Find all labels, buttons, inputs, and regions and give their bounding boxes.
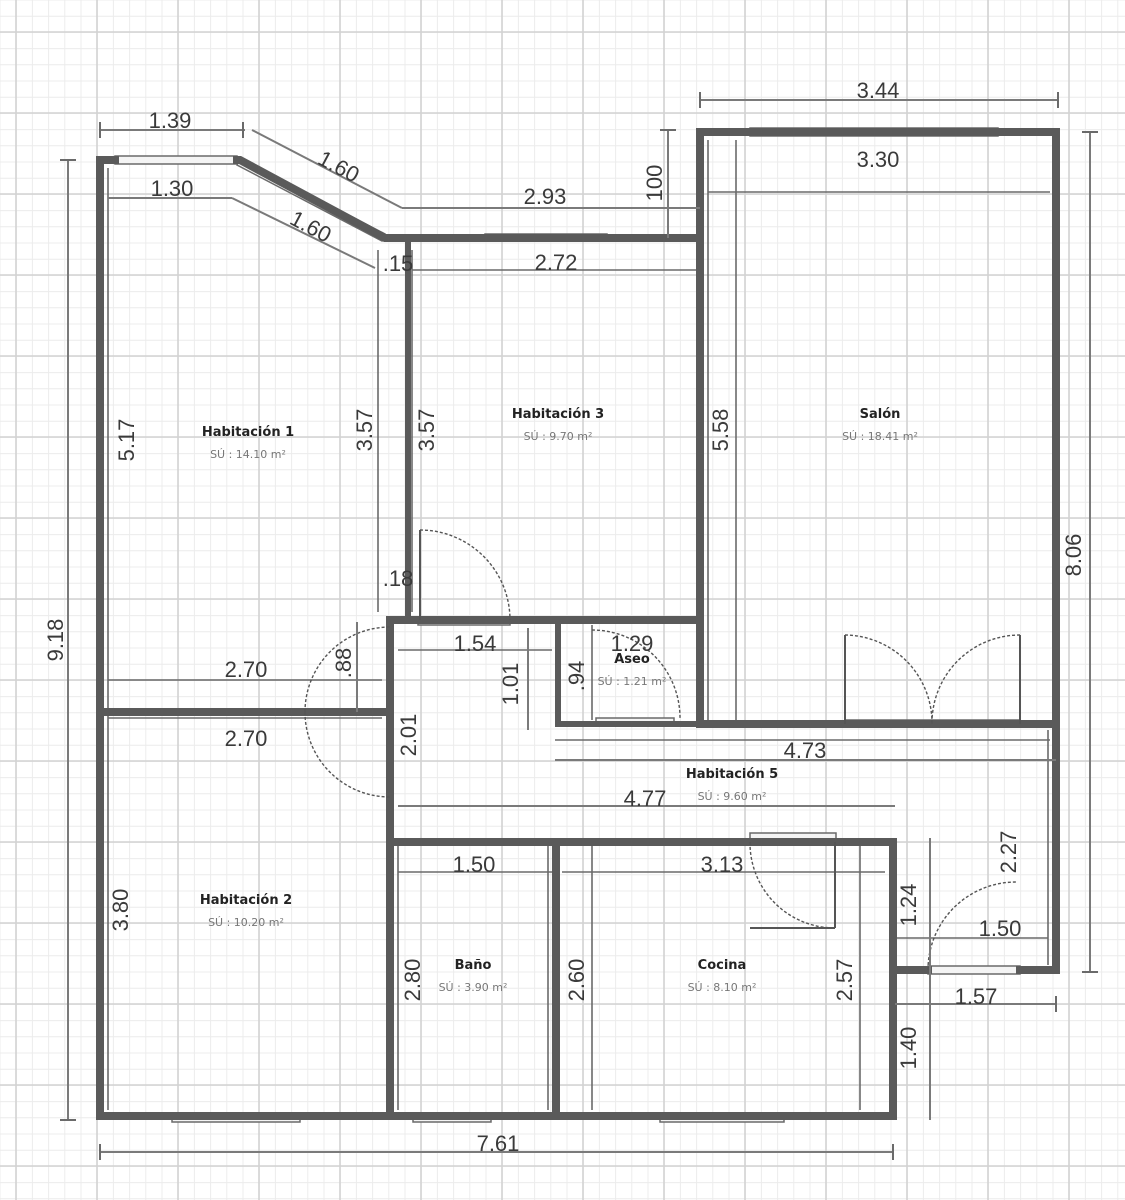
dimension-label: 3.44 bbox=[857, 78, 900, 103]
dimension-lines bbox=[60, 92, 1098, 1160]
door-swing bbox=[304, 711, 391, 798]
dimension-label: 8.06 bbox=[1061, 534, 1086, 577]
dimension-label: 3.30 bbox=[857, 147, 900, 172]
room-habitacion-2: Habitación 2 SÚ : 10.20 m² bbox=[200, 893, 292, 929]
room-name: Cocina bbox=[698, 958, 747, 973]
door-swing bbox=[304, 626, 391, 713]
dimension-label: 5.58 bbox=[708, 409, 733, 452]
room-habitacion-5: Habitación 5 SÚ : 9.60 m² bbox=[686, 767, 778, 803]
room-area: SÚ : 3.90 m² bbox=[439, 981, 508, 994]
dimension-label: 4.73 bbox=[784, 738, 827, 763]
door-swing bbox=[844, 634, 933, 725]
dimension-label: 1.57 bbox=[955, 984, 998, 1009]
dimension-label: 9.18 bbox=[43, 619, 68, 662]
dimension-label: 4.77 bbox=[624, 786, 667, 811]
room-name: Aseo bbox=[614, 652, 650, 667]
room-name: Habitación 3 bbox=[512, 407, 604, 422]
room-area: SÚ : 10.20 m² bbox=[208, 916, 284, 929]
dimension-label: 1.30 bbox=[151, 176, 194, 201]
dimension-label: 2.93 bbox=[524, 184, 567, 209]
door-swing bbox=[419, 529, 511, 621]
dimension-label: 1.50 bbox=[453, 852, 496, 877]
room-habitacion-3: Habitación 3 SÚ : 9.70 m² bbox=[512, 407, 604, 443]
door-swing bbox=[749, 841, 836, 929]
dimension-label: .18 bbox=[383, 566, 414, 591]
doors bbox=[304, 529, 1021, 971]
dimension-label: 1.01 bbox=[498, 663, 523, 706]
dimension-label: 2.80 bbox=[400, 959, 425, 1002]
walls bbox=[96, 128, 1060, 1120]
dimension-label: 1.39 bbox=[149, 108, 192, 133]
room-area: SÚ : 14.10 m² bbox=[210, 448, 286, 461]
wall-aseo bbox=[555, 620, 700, 727]
window bbox=[927, 965, 1021, 975]
dimension-label: .94 bbox=[564, 661, 589, 692]
dimension-label: 2.01 bbox=[396, 714, 421, 757]
room-area: SÚ : 8.10 m² bbox=[688, 981, 757, 994]
door-swing bbox=[591, 629, 681, 719]
dimension-label: 1.29 bbox=[611, 631, 654, 656]
dimension-label: 3.80 bbox=[108, 889, 133, 932]
dimension-label: 2.72 bbox=[535, 250, 578, 275]
room-habitacion-1: Habitación 1 SÚ : 14.10 m² bbox=[202, 425, 294, 461]
dimension-label: .15 bbox=[383, 251, 414, 276]
room-area: SÚ : 9.70 m² bbox=[524, 430, 593, 443]
room-aseo: Aseo SÚ : 1.21 m² bbox=[598, 652, 667, 688]
wall-outer-west bbox=[96, 156, 119, 1120]
dimension-label: 2.70 bbox=[225, 657, 268, 682]
dimension-label: 1.54 bbox=[454, 631, 497, 656]
room-name: Habitación 2 bbox=[200, 893, 292, 908]
room-name: Habitación 1 bbox=[202, 425, 294, 440]
dimension-label: 5.17 bbox=[114, 419, 139, 462]
dimension-label: .88 bbox=[331, 648, 356, 679]
dimension-label: 3.57 bbox=[414, 409, 439, 452]
door-swing bbox=[931, 634, 1021, 725]
wall-salon bbox=[696, 128, 1060, 974]
room-name: Baño bbox=[455, 958, 492, 973]
room-labels: Habitación 1 SÚ : 14.10 m² Habitación 3 SÚ … bbox=[200, 407, 918, 994]
window bbox=[114, 155, 238, 165]
dimension-label: 1.24 bbox=[896, 884, 921, 927]
room-area: SÚ : 18.41 m² bbox=[842, 430, 918, 443]
dimension-label: 3.13 bbox=[701, 852, 744, 877]
room-salon: Salón SÚ : 18.41 m² bbox=[842, 407, 918, 443]
dimension-label: 100 bbox=[642, 165, 667, 202]
dimension-label: 1.50 bbox=[979, 916, 1022, 941]
room-area: SÚ : 1.21 m² bbox=[598, 675, 667, 688]
dimension-label: 2.27 bbox=[996, 831, 1021, 874]
dimension-label: 2.70 bbox=[225, 726, 268, 751]
room-area: SÚ : 9.60 m² bbox=[698, 790, 767, 803]
room-name: Salón bbox=[860, 407, 901, 422]
dimension-label: 3.57 bbox=[352, 409, 377, 452]
wall-angled bbox=[233, 156, 704, 242]
dimension-label: 2.57 bbox=[832, 959, 857, 1002]
room-bano: Baño SÚ : 3.90 m² bbox=[439, 958, 508, 994]
dimension-label: 2.60 bbox=[564, 959, 589, 1002]
dimension-label: 7.61 bbox=[477, 1131, 520, 1156]
room-cocina: Cocina SÚ : 8.10 m² bbox=[688, 958, 757, 994]
room-name: Habitación 5 bbox=[686, 767, 778, 782]
dimension-label: 1.40 bbox=[896, 1027, 921, 1070]
